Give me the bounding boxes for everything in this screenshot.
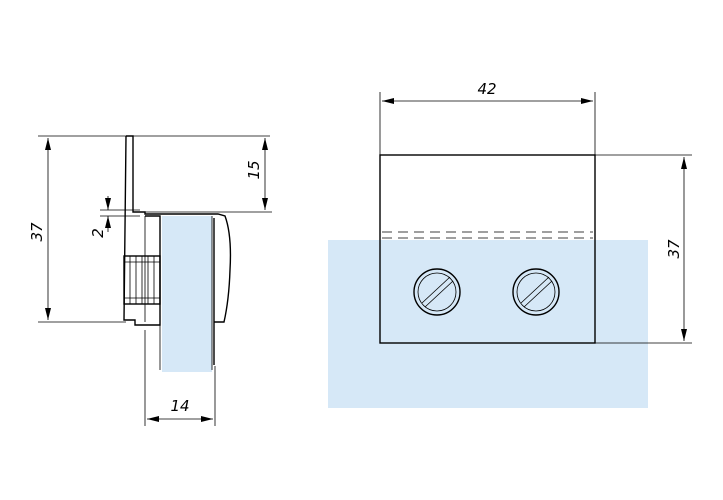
front-clamp-plate [379,154,596,344]
side-view: 37 15 2 14 [28,135,272,426]
front-screw-left [413,268,461,316]
side-gap-dimension: 2 [89,196,140,238]
front-screw-right [512,268,560,316]
side-top-offset-label: 15 [245,160,263,179]
side-width-label: 14 [170,397,189,415]
side-screw [123,255,161,305]
side-height-dimension: 37 [28,135,270,323]
side-glass-panel [162,216,212,372]
front-height-label: 37 [665,239,683,259]
side-height-label: 37 [28,222,46,242]
side-clamp-body [126,135,232,365]
front-width-dimension: 42 [379,80,596,155]
front-height-dimension: 37 [595,154,692,344]
side-gap-label: 2 [89,228,107,238]
front-width-label: 42 [477,80,496,98]
side-top-offset-dimension: 15 [145,138,272,213]
front-glass-panel [328,240,648,408]
side-width-dimension: 14 [144,330,216,426]
front-view: 42 37 [328,80,692,408]
